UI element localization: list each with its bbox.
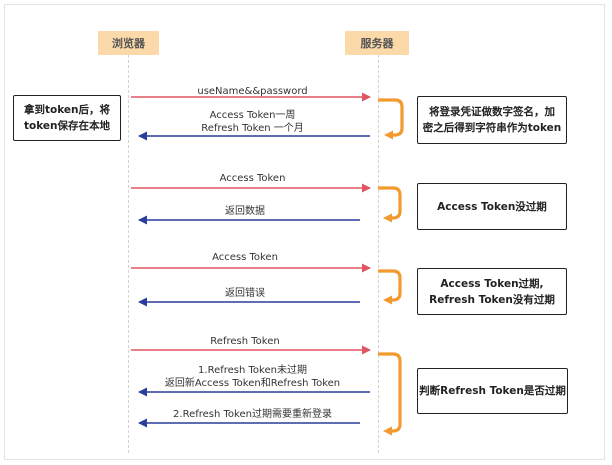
self-call-access-token-expired: [378, 269, 402, 305]
note-access-token-expired: Access Token过期, Refresh Token没有过期: [417, 268, 567, 315]
msg-login-label: useName&&password: [197, 86, 308, 97]
browser-actor-label: 浏览器: [112, 37, 145, 50]
note-access-token-expired-line1: Access Token过期,: [440, 277, 544, 290]
msg-tokens-line2: Refresh Token 一个月: [201, 123, 304, 134]
note-sign-token: 将登录凭证做数字签名，加 密之后得到字符串作为token: [417, 96, 567, 144]
msg-relogin-label: 2.Refresh Token过期需要重新登录: [173, 409, 332, 420]
msg-tokens-line1: Access Token一周: [209, 110, 296, 121]
note-sign-token-line2: 密之后得到字符串作为token: [422, 122, 562, 134]
browser-lifeline: [128, 55, 129, 453]
note-check-refresh-token: 判断Refresh Token是否过期: [417, 368, 568, 414]
msg-access-token-2-label: Access Token: [212, 252, 278, 263]
diagram-frame: [4, 4, 605, 460]
self-call-sign-token: [378, 98, 404, 140]
server-actor-label: 服务器: [360, 37, 394, 50]
note-access-token-expired-line2: Refresh Token没有过期: [429, 293, 555, 306]
msg-new-tokens-label: 1.Refresh Token未过期 返回新Access Token和Refre…: [140, 364, 365, 390]
msg-return-data-label: 返回数据: [225, 206, 265, 217]
msg-new-tokens-line1: 1.Refresh Token未过期: [198, 365, 307, 376]
note-check-refresh-token-text: 判断Refresh Token是否过期: [419, 385, 566, 397]
msg-new-tokens-line2: 返回新Access Token和Refresh Token: [164, 378, 341, 389]
self-call-check-refresh-token: [378, 352, 402, 436]
server-actor: 服务器: [345, 31, 409, 55]
server-lifeline: [378, 55, 379, 453]
note-access-token-valid-text: Access Token没过期: [437, 200, 547, 213]
note-sign-token-line1: 将登录凭证做数字签名，加: [429, 106, 555, 118]
left-note-line2: token保存在本地: [23, 120, 111, 132]
left-note-token-storage: 拿到token后，将 token保存在本地: [13, 95, 121, 141]
msg-return-error-label: 返回错误: [225, 288, 265, 299]
browser-actor: 浏览器: [98, 31, 159, 55]
msg-access-token-1-label: Access Token: [219, 173, 286, 184]
msg-refresh-token-label: Refresh Token: [210, 336, 280, 347]
self-call-check-access-token: [378, 186, 402, 223]
note-access-token-valid: Access Token没过期: [417, 183, 567, 230]
left-note-line1: 拿到token后，将: [23, 104, 111, 116]
msg-tokens-label: Access Token一周 Refresh Token 一个月: [140, 109, 365, 135]
